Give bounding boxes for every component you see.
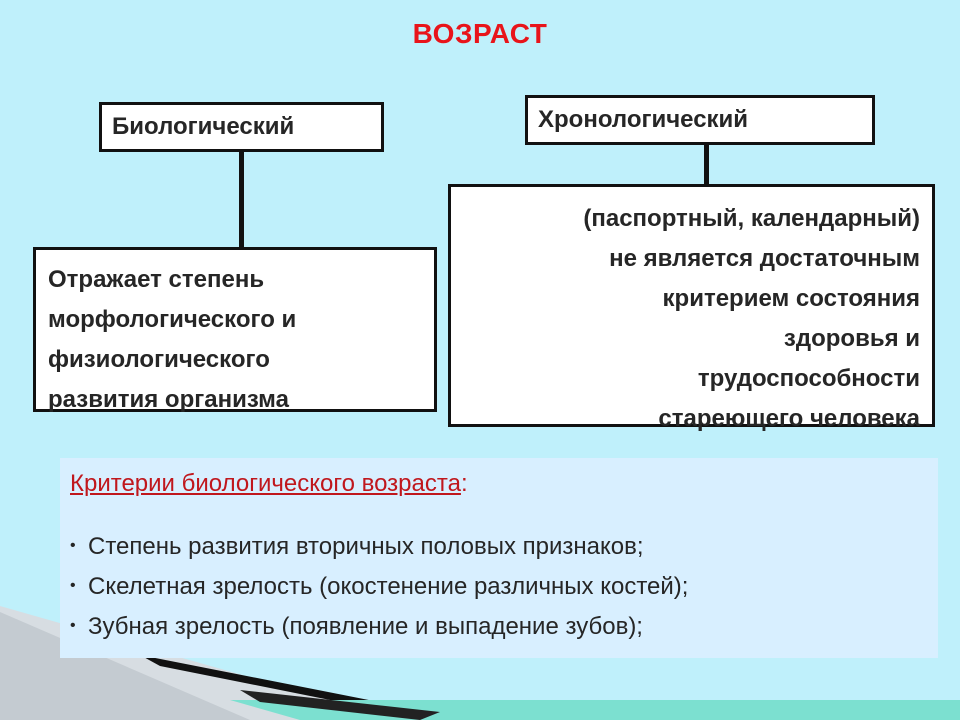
biological-label: Биологический xyxy=(112,113,295,140)
biological-description-box: Отражает степень морфологического и физи… xyxy=(33,247,437,413)
biological-description-line: Отражает степень xyxy=(48,266,265,293)
chronological-description-line: стареющего человека xyxy=(658,405,920,432)
connector-biological xyxy=(239,152,244,248)
chronological-description-box: (паспортный, календарный) не является до… xyxy=(448,184,935,432)
connector-chronological xyxy=(704,145,709,185)
biological-description-line: морфологического и xyxy=(48,306,297,333)
criteria-item-text: Зубная зрелость (появление и выпадение з… xyxy=(88,613,643,640)
criteria-heading: Критерии биологического возраста: xyxy=(70,466,928,502)
chronological-box: Хронологический xyxy=(525,95,875,145)
criteria-heading-colon: : xyxy=(460,470,468,497)
page-title: ВОЗРАСТ xyxy=(412,18,548,49)
corner-black-stripe-tail xyxy=(240,690,440,720)
criteria-panel: Критерии биологического возраста: • Степ… xyxy=(60,458,938,658)
chronological-label: Хронологический xyxy=(538,106,749,133)
chronological-description-line: (паспортный, календарный) xyxy=(583,205,920,232)
list-item: • Зубная зрелость (появление и выпадение… xyxy=(70,608,928,648)
biological-box: Биологический xyxy=(99,102,384,152)
bullet-icon: • xyxy=(70,577,76,594)
list-item: • Степень развития вторичных половых при… xyxy=(70,528,928,568)
biological-description-line: физиологического xyxy=(48,346,270,373)
list-item: • Скелетная зрелость (окостенение различ… xyxy=(70,568,928,608)
criteria-item-text: Скелетная зрелость (окостенение различны… xyxy=(88,573,689,600)
bullet-icon: • xyxy=(70,537,76,554)
bullet-icon: • xyxy=(70,617,76,634)
criteria-heading-text: Критерии биологического возраста xyxy=(70,470,461,497)
chronological-description-line: здоровья и xyxy=(783,325,920,352)
biological-description-line: развития организма xyxy=(48,386,289,413)
chronological-description-line: критерием состояния xyxy=(662,285,920,312)
criteria-item-text: Степень развития вторичных половых призн… xyxy=(88,533,644,560)
chronological-description-line: трудоспособности xyxy=(697,365,920,392)
chronological-description-line: не является достаточным xyxy=(609,245,920,272)
